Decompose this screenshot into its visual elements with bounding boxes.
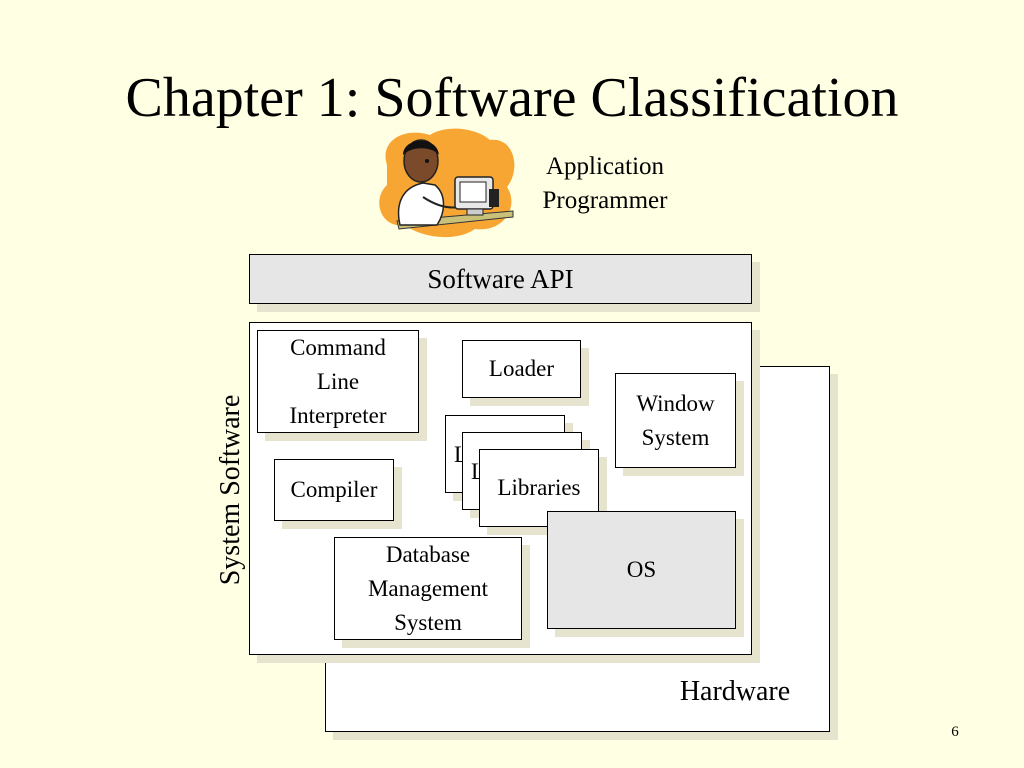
os-box: OS — [547, 511, 736, 629]
dbms-box: Database Management System — [334, 537, 522, 640]
loader-box: Loader — [462, 340, 581, 398]
dbms-line-2: Management — [367, 575, 489, 601]
dbms-line-1: Database — [385, 541, 471, 567]
programmer-icon — [375, 125, 520, 240]
cli-line-1: Command — [290, 334, 386, 360]
software-api-label: Software API — [427, 264, 574, 294]
window-system-line-2: System — [641, 424, 710, 450]
programmer-label-line2: Programmer — [542, 187, 668, 214]
software-api-box: Software API — [249, 254, 752, 304]
libraries-label: Libraries — [497, 475, 581, 500]
window-system-box: Window System — [615, 373, 736, 468]
compiler-label: Compiler — [290, 477, 378, 502]
dbms-line-3: System — [394, 609, 462, 635]
system-software-label: System Software — [215, 394, 246, 586]
hardware-label: Hardware — [679, 676, 791, 707]
slide-title: Chapter 1: Software Classification — [125, 67, 899, 129]
page-number: 6 — [951, 724, 959, 740]
window-system-line-1: Window — [636, 390, 715, 416]
cli-line-2: Line — [316, 368, 360, 394]
os-label: OS — [626, 557, 657, 582]
loader-label: Loader — [488, 356, 555, 381]
command-line-interpreter-box: Command Line Interpreter — [257, 330, 419, 433]
programmer-label: Application Programmer — [520, 150, 690, 218]
compiler-box: Compiler — [274, 459, 394, 521]
programmer-label-line1: Application — [545, 153, 665, 180]
cli-line-3: Interpreter — [289, 402, 387, 428]
